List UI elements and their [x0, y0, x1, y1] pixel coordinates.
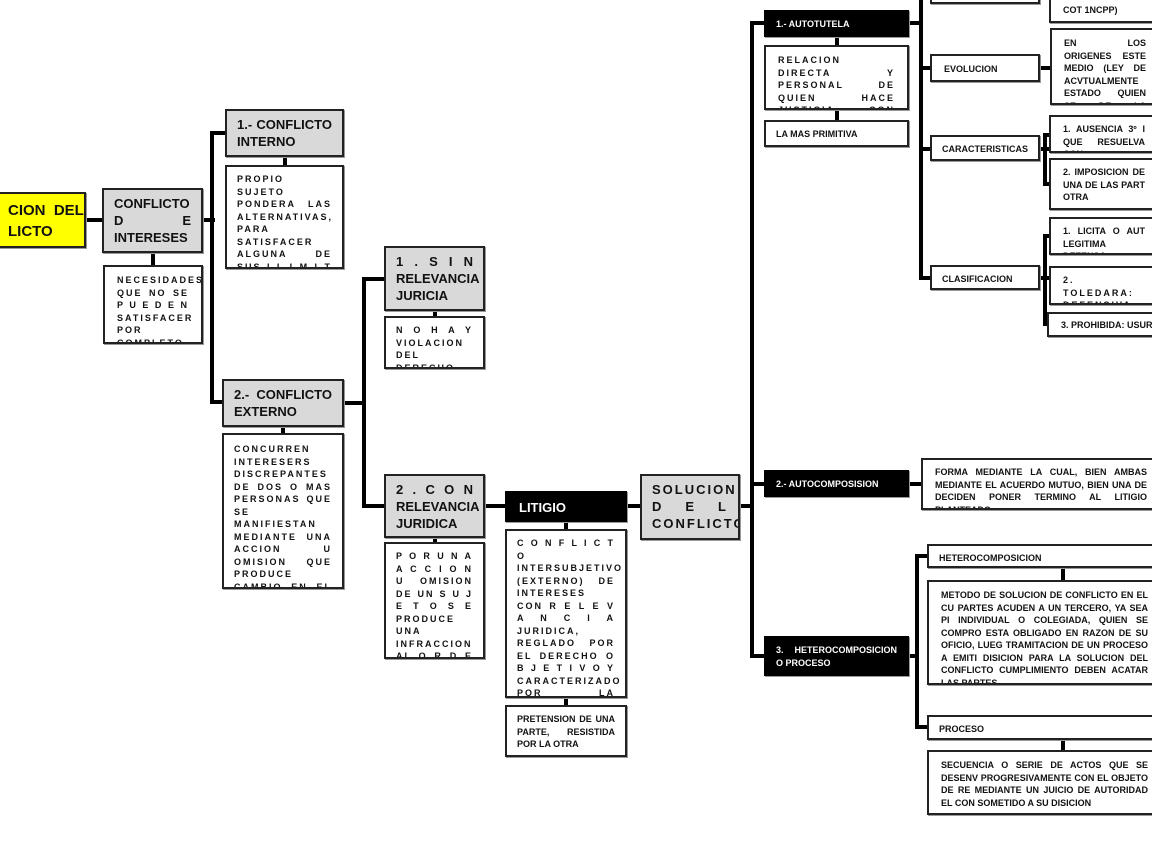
clasificacion-node: CLASIFICACION [930, 265, 1040, 290]
caracteristica-item: 1. AUSENCIA 3º I QUE RESUELVA CON [1049, 115, 1152, 153]
litigio-desc: C O N F L I C T O INTERSUBJETIVO (EXTERN… [505, 529, 627, 698]
root-node: CION DEL LICTO [0, 192, 86, 248]
conflicto-externo-node: 2.- CONFLICTO EXTERNO [222, 379, 344, 427]
proceso-desc: SECUENCIA O SERIE DE ACTOS QUE SE DESENV… [927, 750, 1152, 815]
connector-line [750, 654, 765, 658]
sin-relevancia-node: 1 . S I N RELEVANCIA JURICIA [384, 246, 485, 311]
connector-line [919, 276, 931, 280]
connector-line [1043, 234, 1050, 238]
connector-line [283, 157, 287, 166]
connector-line [433, 538, 437, 543]
autotutela-node: 1.- AUTOTUTELA [764, 10, 909, 37]
connector-line [1043, 133, 1050, 137]
autotutela-top-desc: COT 1NCPP) [1049, 0, 1152, 23]
connector-line [919, 0, 923, 280]
connector-line [1061, 740, 1065, 751]
connector-line [915, 554, 928, 558]
autotutela-desc-2: LA MAS PRIMITIVA [764, 120, 909, 147]
heterocomposicion-label: HETEROCOMPOSICION [927, 544, 1152, 568]
connector-line [210, 131, 214, 404]
connector-line [485, 504, 506, 508]
clasificacion-item: 1. LICITA O AUT LEGITIMA DEFENSA [1049, 217, 1152, 255]
connector-line [909, 482, 922, 486]
connector-line [835, 37, 839, 46]
connector-line [750, 482, 765, 486]
connector-line [151, 253, 155, 266]
autocomposicion-desc: FORMA MEDIANTE LA CUAL, BIEN AMBAS MEDIA… [921, 458, 1152, 510]
connector-line [835, 110, 839, 121]
connector-line [750, 21, 754, 658]
connector-line [362, 504, 385, 508]
connector-line [919, 147, 931, 151]
connector-line [433, 311, 437, 317]
autotutela-desc: RELACION DIRECTA Y PERSONAL DE QUIEN HAC… [764, 45, 909, 110]
connector-line [564, 698, 568, 706]
connector-line [86, 218, 103, 222]
autocomposicion-node: 2.- AUTOCOMPOSISION [764, 470, 909, 497]
clasificacion-item: 2. TOLEDARA: DEFENSIVA [1049, 266, 1152, 305]
conflicto-intereses-node: CONFLICTO D E INTERESES [102, 188, 203, 253]
root-line-1: CION DEL [8, 202, 84, 219]
autotutela-top-branch [930, 0, 1040, 4]
caracteristica-item: 2. IMPOSICION DE UNA DE LAS PART OTRA [1049, 158, 1152, 210]
clasificacion-item: 3. PROHIBIDA: USUR [1047, 312, 1152, 337]
conflicto-externo-desc: CONCURREN INTERESERS DISCREPANTES DE DOS… [222, 433, 344, 589]
connector-line [750, 21, 765, 25]
proceso-label: PROCESO [927, 715, 1152, 740]
caracteristicas-node: CARACTERISTICAS [930, 135, 1040, 161]
connector-line [281, 427, 285, 434]
conflicto-interno-desc: PROPIO SUJETO PONDERA LAS ALTERNATIVAS, … [225, 165, 344, 269]
connector-line [210, 131, 226, 135]
connector-line [203, 218, 215, 222]
sin-relevancia-desc: N O H A Y VIOLACION DEL DERECHO [384, 316, 485, 369]
connector-line [919, 66, 931, 70]
connector-line [1043, 234, 1047, 326]
connector-line [909, 654, 919, 658]
evolucion-node: EVOLUCION [930, 54, 1040, 82]
connector-line [210, 400, 223, 404]
connector-line [915, 725, 928, 729]
connector-line [564, 522, 568, 530]
solucion-conflicto-node: SOLUCION D E L CONFLICTO [640, 474, 740, 540]
con-relevancia-desc: P O R U N A A C C I O N U OMISION DE UN … [384, 542, 485, 659]
connector-line [909, 21, 923, 25]
connector-line [1043, 322, 1050, 326]
connector-line [1061, 568, 1065, 581]
connector-line [1043, 182, 1050, 186]
conflicto-intereses-desc: NECESIDADES QUE NO SE P U E D E N SATISF… [103, 265, 203, 344]
connector-line [627, 504, 641, 508]
heterocomposicion-node: 3. HETEROCOMPOSICION O PROCESO [764, 636, 909, 676]
evolucion-desc: EN LOS ORIGENES ESTE MEDIO (LEY DE ACVTU… [1050, 28, 1152, 105]
litigio-desc-2: PRETENSION DE UNA PARTE, RESISTIDA POR L… [505, 705, 627, 757]
connector-line [344, 401, 366, 405]
connector-line [1040, 66, 1051, 70]
root-line-2: LICTO [8, 223, 53, 240]
connector-line [362, 277, 385, 281]
connector-line [362, 277, 366, 508]
heterocomposicion-desc: METODO DE SOLUCION DE CONFLICTO EN EL CU… [927, 580, 1152, 685]
connector-line [915, 554, 919, 729]
connector-line [740, 504, 754, 508]
litigio-node: LITIGIO [505, 491, 627, 522]
conflicto-interno-node: 1.- CONFLICTO INTERNO [225, 109, 344, 157]
con-relevancia-node: 2 . C O N RELEVANCIA JURIDICA [384, 474, 485, 538]
connector-line [1043, 133, 1047, 186]
